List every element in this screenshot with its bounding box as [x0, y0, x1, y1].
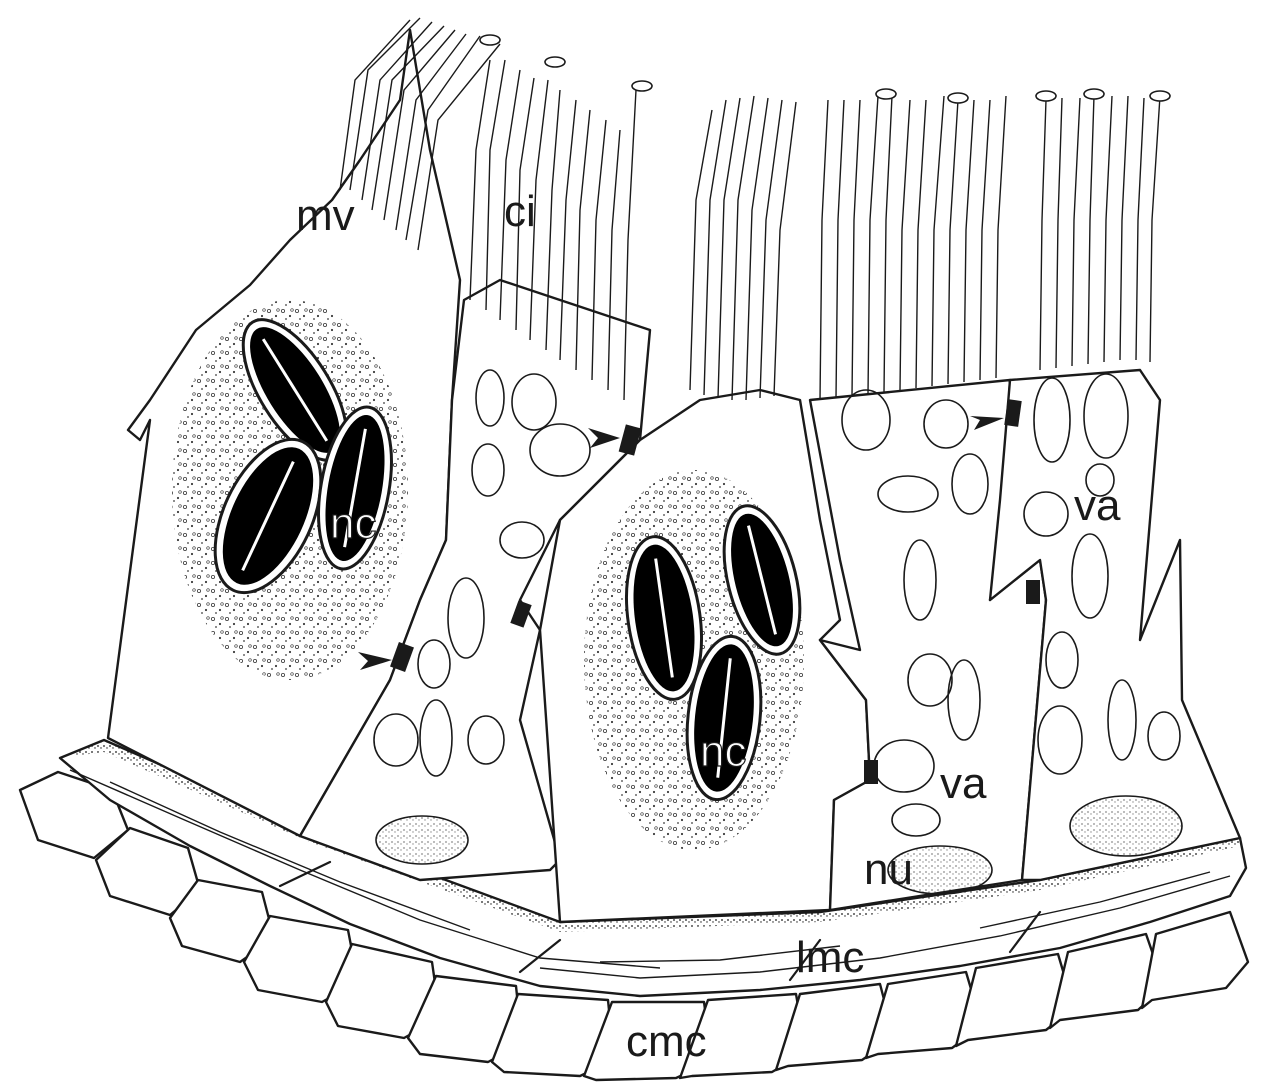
label-nc-center: nc: [700, 727, 746, 776]
label-nu: nu: [864, 845, 913, 894]
label-mv: mv: [296, 191, 355, 240]
label-cmc: cmc: [626, 1017, 707, 1066]
label-nc-left: nc: [330, 499, 376, 548]
label-ci: ci: [504, 187, 536, 236]
label-lmc: lmc: [796, 933, 864, 982]
label-va-lower: va: [940, 759, 987, 808]
label-va-right: va: [1074, 481, 1121, 530]
